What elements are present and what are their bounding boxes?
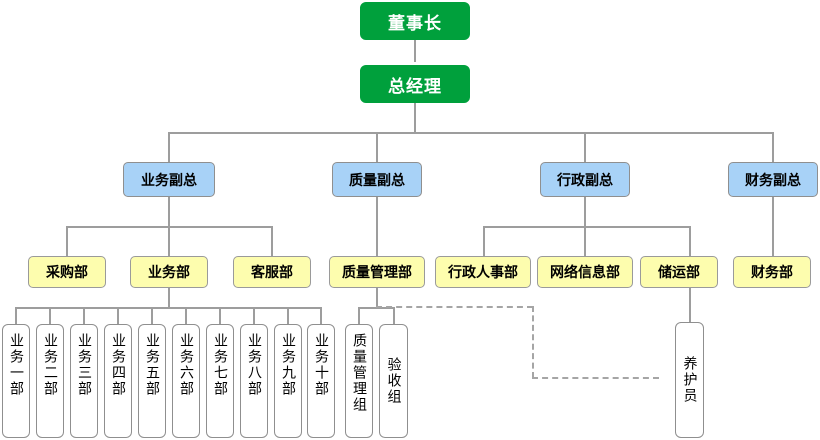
node-team-business-2[interactable]: 业务二部 — [36, 324, 64, 438]
node-team-business-3[interactable]: 业务三部 — [70, 324, 98, 438]
node-vp-quality[interactable]: 质量副总 — [332, 162, 422, 197]
node-vp-business[interactable]: 业务副总 — [123, 162, 215, 197]
dashed-connector-vertical — [532, 306, 534, 378]
node-dept-business-label: 业务部 — [148, 265, 190, 281]
node-dept-business[interactable]: 业务部 — [130, 256, 208, 288]
connector-drop-team-business-6 — [185, 307, 187, 324]
node-dept-admin-hr-label: 行政人事部 — [448, 265, 518, 281]
connector-drop-team-quality-group — [358, 307, 360, 324]
node-dept-finance-label: 财务部 — [751, 265, 793, 281]
node-team-business-9[interactable]: 业务九部 — [274, 324, 302, 438]
node-team-business-8[interactable]: 业务八部 — [240, 324, 268, 438]
connector-stem-vp-admin — [584, 197, 586, 226]
node-team-business-2-label: 业务二部 — [42, 333, 58, 397]
node-team-acceptance-group-label: 验收组 — [385, 357, 402, 405]
node-vp-admin-label: 行政副总 — [557, 172, 613, 189]
connector-drop-vp-quality — [376, 132, 378, 162]
node-dept-storage-transport[interactable]: 储运部 — [640, 256, 718, 288]
connector-drop-dept-storage-transport — [689, 226, 691, 256]
connector-drop-vp-admin — [584, 132, 586, 162]
node-team-business-7[interactable]: 业务七部 — [206, 324, 234, 438]
node-dept-customer-service[interactable]: 客服部 — [233, 256, 311, 288]
connector-bus-vp-admin — [484, 226, 690, 228]
node-dept-quality-management-label: 质量管理部 — [342, 265, 412, 281]
node-dept-finance[interactable]: 财务部 — [733, 256, 811, 288]
node-general-manager-label: 总经理 — [388, 76, 442, 97]
connector-bus-dept-quality — [359, 307, 395, 309]
node-team-quality-group-label: 质量管理组 — [351, 333, 367, 413]
connector-drop-team-business-2 — [49, 307, 51, 324]
node-general-manager[interactable]: 总经理 — [360, 65, 470, 103]
node-vp-business-label: 业务副总 — [141, 172, 197, 189]
node-dept-quality-management[interactable]: 质量管理部 — [329, 256, 425, 288]
connector-drop-dept-purchasing — [66, 226, 68, 256]
connector-drop-team-acceptance-group — [393, 307, 395, 324]
node-chairman[interactable]: 董事长 — [360, 2, 470, 40]
node-dept-admin-hr[interactable]: 行政人事部 — [435, 256, 531, 288]
node-vp-finance[interactable]: 财务副总 — [728, 162, 818, 197]
node-team-quality-group[interactable]: 质量管理组 — [345, 324, 373, 438]
connector-drop-dept-admin-hr — [483, 226, 485, 256]
node-team-business-9-label: 业务九部 — [280, 333, 296, 397]
connector-bus-dept-business — [16, 307, 321, 309]
node-team-business-7-label: 业务七部 — [212, 333, 228, 397]
connector-chairman-to-gm — [414, 40, 416, 62]
dashed-connector-bottom — [532, 377, 659, 379]
connector-drop-vp-finance — [772, 132, 774, 162]
connector-drop-team-business-3 — [83, 307, 85, 324]
connector-drop-dept-business — [168, 226, 170, 256]
connector-drop-dept-network-info — [584, 226, 586, 256]
connector-gm-stem — [414, 103, 416, 133]
node-team-business-5[interactable]: 业务五部 — [138, 324, 166, 438]
node-dept-storage-transport-label: 储运部 — [658, 265, 700, 281]
connector-vp-quality-to-dept — [376, 197, 378, 256]
node-team-maintenance-staff-label: 养护员 — [681, 356, 698, 404]
connector-stem-dept-quality — [376, 288, 378, 307]
connector-drop-team-business-7 — [219, 307, 221, 324]
dashed-connector-top — [376, 306, 533, 308]
node-team-business-6[interactable]: 业务六部 — [172, 324, 200, 438]
connector-vp-finance-to-dept — [772, 197, 774, 256]
node-dept-customer-service-label: 客服部 — [251, 265, 293, 281]
node-team-business-3-label: 业务三部 — [76, 333, 92, 397]
node-team-business-8-label: 业务八部 — [246, 333, 262, 397]
connector-drop-team-business-8 — [253, 307, 255, 324]
node-team-maintenance-staff[interactable]: 养护员 — [675, 322, 704, 438]
node-team-business-4[interactable]: 业务四部 — [104, 324, 132, 438]
node-dept-network-info-label: 网络信息部 — [550, 265, 620, 281]
connector-drop-team-business-1 — [15, 307, 17, 324]
connector-drop-vp-business — [168, 132, 170, 162]
node-vp-quality-label: 质量副总 — [349, 172, 405, 189]
connector-stem-vp-business — [168, 197, 170, 226]
connector-stem-dept-business — [168, 288, 170, 307]
connector-drop-dept-customer-service — [271, 226, 273, 256]
connector-drop-team-business-4 — [117, 307, 119, 324]
node-vp-finance-label: 财务副总 — [745, 172, 801, 189]
node-team-business-10[interactable]: 业务十部 — [307, 324, 335, 438]
node-team-business-6-label: 业务六部 — [178, 333, 194, 397]
node-chairman-label: 董事长 — [388, 13, 442, 34]
node-dept-purchasing[interactable]: 采购部 — [28, 256, 106, 288]
node-dept-network-info[interactable]: 网络信息部 — [537, 256, 633, 288]
node-team-business-1-label: 业务一部 — [8, 333, 24, 397]
node-team-acceptance-group[interactable]: 验收组 — [379, 324, 408, 438]
connector-drop-team-business-9 — [287, 307, 289, 324]
node-team-business-5-label: 业务五部 — [144, 333, 160, 397]
node-team-business-10-label: 业务十部 — [313, 333, 329, 397]
node-dept-purchasing-label: 采购部 — [46, 265, 88, 281]
node-team-business-4-label: 业务四部 — [110, 333, 126, 397]
node-team-business-1[interactable]: 业务一部 — [2, 324, 30, 438]
connector-storage-to-maintenance — [689, 288, 691, 322]
node-vp-admin[interactable]: 行政副总 — [540, 162, 630, 197]
connector-drop-team-business-5 — [151, 307, 153, 324]
connector-vp-bus — [169, 132, 773, 134]
connector-drop-team-business-10 — [320, 307, 322, 324]
